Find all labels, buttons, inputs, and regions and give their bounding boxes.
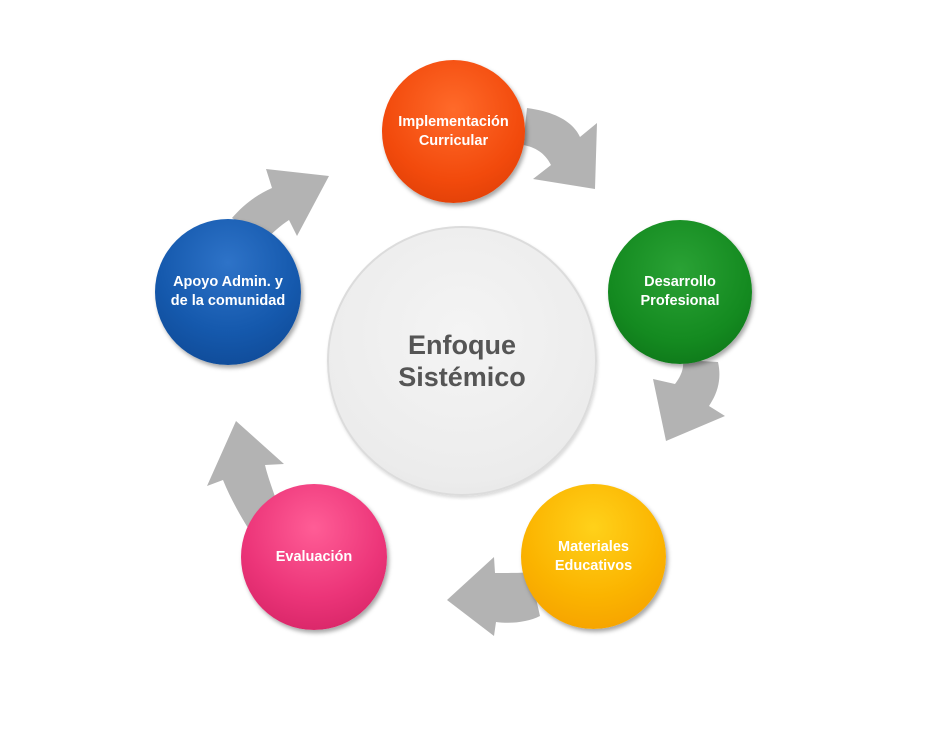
arrow-impl-to-desa — [523, 108, 597, 189]
arrow-apoy-to-impl — [232, 169, 329, 240]
node-apoyo-admin-comunidad: Apoyo Admin. y de la comunidad — [155, 219, 301, 365]
node-materiales-educativos: Materiales Educativos — [521, 484, 666, 629]
node-evaluacion: Evaluación — [241, 484, 387, 630]
arrow-desa-to-mate — [653, 360, 725, 441]
node-implementacion-curricular: Implementación Curricular — [382, 60, 525, 203]
center-circle-enfoque-sistemico: Enfoque Sistémico — [327, 226, 597, 496]
node-desarrollo-profesional: Desarrollo Profesional — [608, 220, 752, 364]
arrow-mate-to-eval — [447, 557, 540, 636]
